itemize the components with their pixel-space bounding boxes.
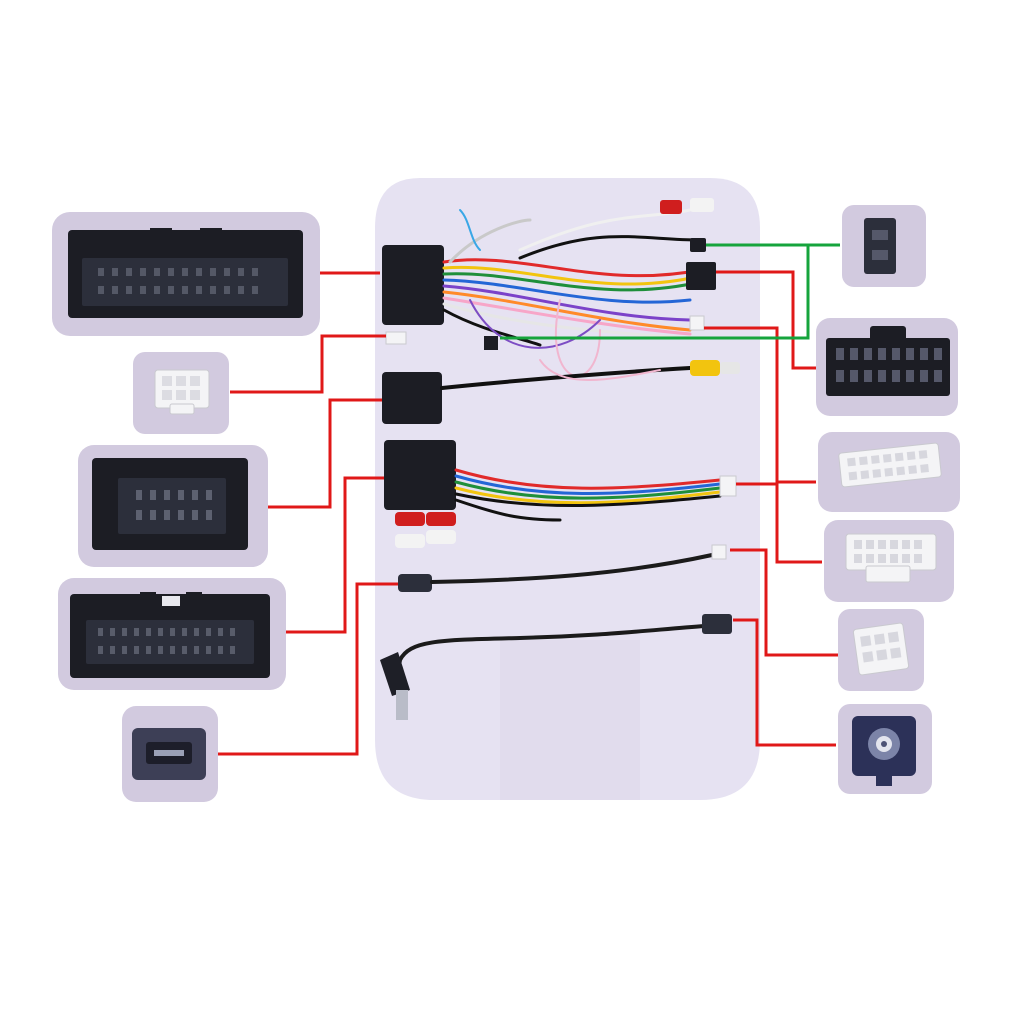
tile-16pin-head-unit [816, 318, 958, 416]
callout-lines-green [500, 243, 840, 340]
harness-24pin-plug [384, 440, 456, 510]
tile-small-4pin [133, 352, 229, 434]
tile-24pin-car [58, 578, 286, 690]
harness-antenna-plug [702, 614, 732, 634]
tile-16pin-white [824, 520, 954, 602]
tile-mini-usb [122, 706, 218, 802]
harness-rca-red [660, 200, 682, 214]
callout-lines-red [217, 270, 838, 756]
harness-rca-white [690, 198, 714, 212]
harness-6pin-black [686, 262, 716, 290]
harness-2pin [690, 238, 706, 252]
tile-16pin-car [78, 445, 268, 567]
tile-6pin-white [838, 609, 924, 691]
tile-antenna-socket [838, 704, 932, 794]
tile-20pin-white [818, 432, 960, 512]
harness-usb-plug [398, 574, 432, 592]
harness-16pin-plug [382, 372, 442, 424]
harness-main-plug [382, 245, 444, 325]
wiring-harness [380, 198, 740, 720]
tile-main-quadlock [52, 212, 320, 336]
tile-2pin [842, 205, 926, 287]
harness-yellow-rca [690, 360, 720, 376]
